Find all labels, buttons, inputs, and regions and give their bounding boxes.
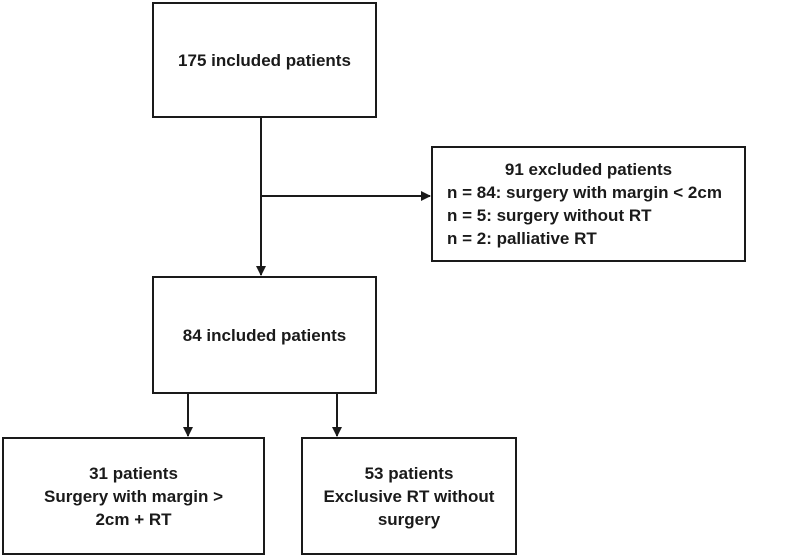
surgery-rt-line-2: Surgery with margin >	[43, 486, 223, 506]
surgery-rt-line-3: 2cm + RT	[95, 509, 172, 529]
excluded-reason-1: n = 84: surgery with margin < 2cm	[447, 183, 722, 202]
box-exclusive-rt: 53 patients Exclusive RT without surgery	[301, 437, 517, 555]
box-excluded-patients: 91 excluded patients n = 84: surgery wit…	[431, 146, 746, 262]
exclusive-rt-line-1: 53 patients	[364, 463, 454, 483]
included-total-label: 175 included patients	[178, 50, 351, 70]
included-final-label: 84 included patients	[182, 325, 347, 345]
excluded-title: 91 excluded patients	[504, 160, 673, 179]
box-included-final: 84 included patients	[152, 276, 377, 394]
box-surgery-rt: 31 patients Surgery with margin > 2cm + …	[2, 437, 265, 555]
box-included-total: 175 included patients	[152, 2, 377, 118]
exclusive-rt-line-2: Exclusive RT without	[323, 486, 495, 506]
exclusive-rt-line-3: surgery	[377, 509, 441, 529]
surgery-rt-line-1: 31 patients	[89, 463, 178, 483]
excluded-reason-2: n = 5: surgery without RT	[447, 206, 652, 225]
excluded-reason-3: n = 2: palliative RT	[447, 229, 597, 248]
